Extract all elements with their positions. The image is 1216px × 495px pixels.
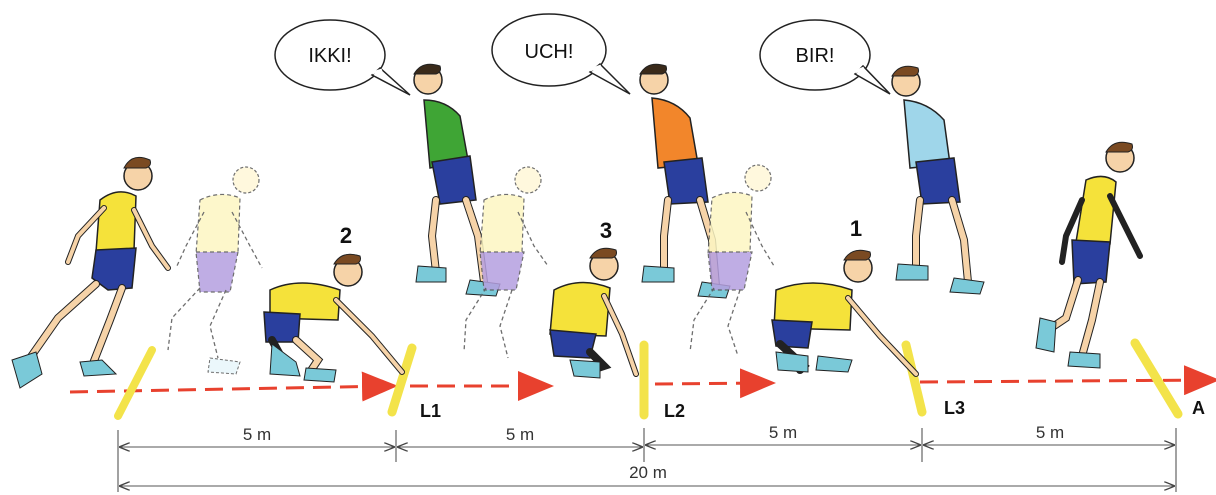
dimension-lines	[118, 428, 1176, 492]
speech-text: IKKI!	[308, 45, 351, 67]
sequence-number: 2	[340, 223, 352, 248]
l3-line-marker	[906, 345, 922, 412]
athlete-start	[12, 157, 168, 388]
athlete-ghost-2	[464, 167, 548, 358]
distance-label: 5 m	[506, 425, 534, 444]
line-label-l3: L3	[944, 398, 965, 418]
sequence-number: 1	[850, 216, 862, 241]
speech-text: UCH!	[525, 41, 574, 63]
total-distance-label: 20 m	[629, 463, 667, 482]
distance-label: 5 m	[1036, 423, 1064, 442]
athlete-crouch-l1	[264, 254, 402, 382]
athlete-crouch-l3	[772, 250, 916, 374]
sequence-number: 3	[600, 218, 612, 243]
line-label-a: A	[1192, 398, 1205, 418]
distance-label: 5 m	[769, 423, 797, 442]
speech-text: BIR!	[796, 45, 835, 67]
start-line-marker	[118, 350, 152, 416]
speech-bubble-1: IKKI!	[275, 20, 410, 95]
athlete-lightblue	[892, 66, 984, 294]
line-label-l2: L2	[664, 401, 685, 421]
l1-line-marker	[392, 348, 412, 412]
line-label-l1: L1	[420, 401, 441, 421]
athlete-ghost-1	[168, 167, 262, 374]
distance-label: 5 m	[243, 425, 271, 444]
athlete-crouch-l2	[550, 248, 636, 378]
speech-bubble-2: UCH!	[492, 14, 630, 94]
a-line-marker	[1135, 343, 1178, 414]
speech-bubble-3: BIR!	[760, 20, 890, 94]
athlete-finish	[1036, 142, 1140, 368]
